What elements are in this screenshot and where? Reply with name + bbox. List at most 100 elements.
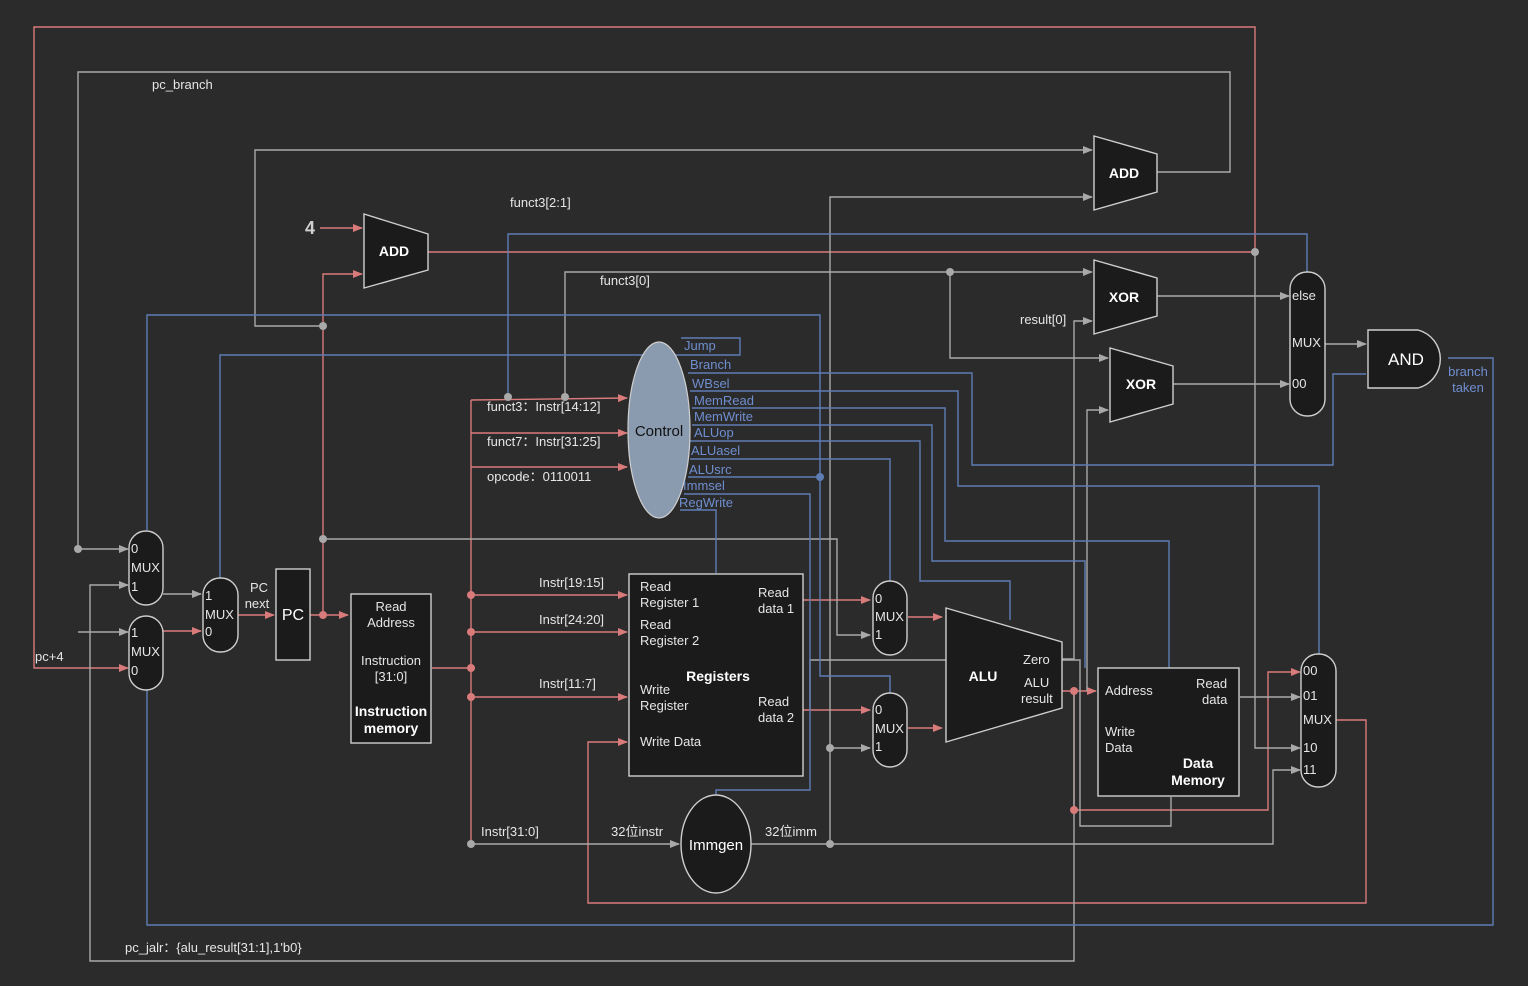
mux1-input-1: 1 (131, 579, 138, 594)
alu-result-2: result (1021, 691, 1053, 706)
data-memory: Address Read data Write Data Data Memory (1097, 667, 1240, 797)
ctl-wbsel: WBsel (692, 376, 730, 391)
wd: Write Data (640, 734, 702, 749)
amuxb-0: 0 (875, 702, 882, 717)
xor2-label: XOR (1126, 376, 1156, 392)
rr1-1: Read (640, 579, 671, 594)
mux1-input-0: 0 (131, 541, 138, 556)
pc-adder-label: ADD (379, 243, 409, 259)
branch-mux-else: else (1292, 288, 1316, 303)
amuxa-0: 0 (875, 591, 882, 606)
im-title-1: Instruction (355, 703, 427, 719)
dm-wd-1: Write (1105, 724, 1135, 739)
immgen-label: Immgen (689, 837, 743, 854)
branch-mux-00: 00 (1292, 376, 1306, 391)
rd1-1: Read (758, 585, 789, 600)
alu-label: ALU (969, 668, 998, 684)
instr-24-20-label: Instr[24:20] (539, 612, 604, 627)
funct7-field-label: funct7：Instr[31:25] (487, 434, 600, 449)
immgen: Immgen (680, 794, 752, 894)
rr1-2: Register 1 (640, 595, 699, 610)
wr-2: Register (640, 698, 689, 713)
ctl-regwrite: RegWrite (679, 495, 733, 510)
pc-label: PC (282, 607, 304, 624)
alu: ALU Zero ALU result (945, 607, 1063, 743)
wbmux-00: 00 (1303, 663, 1317, 678)
branch-mux: else MUX 00 (1289, 271, 1326, 417)
pc-mux-2: 1 MUX 0 (202, 577, 239, 653)
ctl-memread: MemRead (694, 393, 754, 408)
rd2-1: Read (758, 694, 789, 709)
mux1-label: MUX (131, 560, 160, 575)
branch-taken-label-2: taken (1452, 380, 1484, 395)
wr-1: Write (640, 682, 670, 697)
opcode-field-label: opcode：0110011 (487, 469, 591, 484)
pc-next-label-1: PC (250, 580, 268, 595)
wbmux-label: MUX (1303, 712, 1332, 727)
ctl-aluasel: ALUasel (691, 443, 740, 458)
wires-gray (77, 71, 1367, 962)
and-label: AND (1388, 350, 1424, 369)
funct3-0-label: funct3[0] (600, 273, 650, 288)
dm-read-2: data (1202, 692, 1228, 707)
ctl-memwrite: MemWrite (694, 409, 753, 424)
pc-adder: ADD (363, 213, 429, 289)
amuxb-1: 1 (875, 739, 882, 754)
amuxa-label: MUX (875, 609, 904, 624)
wires-red (33, 26, 1367, 904)
pc-jalr-label: pc_jalr：{alu_result[31:1],1'b0} (125, 940, 302, 955)
amuxb-label: MUX (875, 721, 904, 736)
pc-plus4-label: pc+4 (35, 649, 64, 664)
writeback-mux: 00 01 MUX 10 11 (1300, 653, 1337, 788)
result0-label: result[0] (1020, 312, 1066, 327)
instr-19-15-label: Instr[19:15] (539, 575, 604, 590)
rd2-2: data 2 (758, 710, 794, 725)
wbmux-11: 11 (1303, 762, 1317, 777)
rd1-2: data 1 (758, 601, 794, 616)
instr32-label: 32位instr (611, 824, 664, 839)
im-read-1: Read (375, 599, 406, 614)
funct3-field-label: funct3：Instr[14:12] (487, 399, 600, 414)
pc-mux-3: 1 MUX 0 (128, 615, 164, 691)
dm-title-2: Memory (1171, 772, 1225, 788)
mux2-input-1: 1 (205, 588, 212, 603)
dm-title-1: Data (1183, 755, 1214, 771)
instruction-memory: Read Address Instruction [31:0] Instruct… (350, 593, 432, 744)
alu-result-1: ALU (1024, 675, 1049, 690)
im-instr-1: Instruction (361, 653, 421, 668)
junction-dots (74, 248, 1259, 848)
funct3-21-label: funct3[2:1] (510, 195, 571, 210)
constant-four: 4 (305, 218, 315, 238)
control-label: Control (635, 423, 683, 440)
mux3-input-0: 0 (131, 663, 138, 678)
dm-read-1: Read (1196, 676, 1227, 691)
control-signals: Jump Branch WBsel MemRead MemWrite ALUop… (679, 338, 754, 510)
ctl-branch: Branch (690, 357, 731, 372)
xor-gate-2: XOR (1109, 347, 1174, 423)
branch-taken-label-1: branch (1448, 364, 1488, 379)
mux2-label: MUX (205, 607, 234, 622)
alu-zero: Zero (1023, 652, 1050, 667)
im-read-2: Address (367, 615, 415, 630)
registers-title: Registers (686, 668, 750, 684)
ctl-aluop: ALUop (694, 425, 734, 440)
dm-wd-2: Data (1105, 740, 1133, 755)
wire-labels: pc_branch funct3[2:1] funct3[0] result[0… (35, 77, 1066, 955)
rr2-1: Read (640, 617, 671, 632)
and-gate: AND (1367, 329, 1442, 389)
ctl-immsel: Immsel (683, 478, 725, 493)
instr-11-7-label: Instr[11:7] (539, 676, 596, 691)
pc-next-label-2: next (245, 596, 270, 611)
alu-mux-b: 0 MUX 1 (872, 692, 908, 768)
ctl-jump: Jump (684, 338, 716, 353)
pc-mux-1: 0 MUX 1 (128, 530, 164, 606)
amuxa-1: 1 (875, 627, 882, 642)
imm32-label: 32位imm (765, 824, 817, 839)
im-instr-2: [31:0] (375, 669, 408, 684)
instr-31-0-label: Instr[31:0] (481, 824, 539, 839)
wires-control (146, 233, 1494, 926)
pc-branch-label: pc_branch (152, 77, 213, 92)
im-title-2: memory (364, 720, 419, 736)
ctl-alusrc: ALUsrc (689, 462, 732, 477)
